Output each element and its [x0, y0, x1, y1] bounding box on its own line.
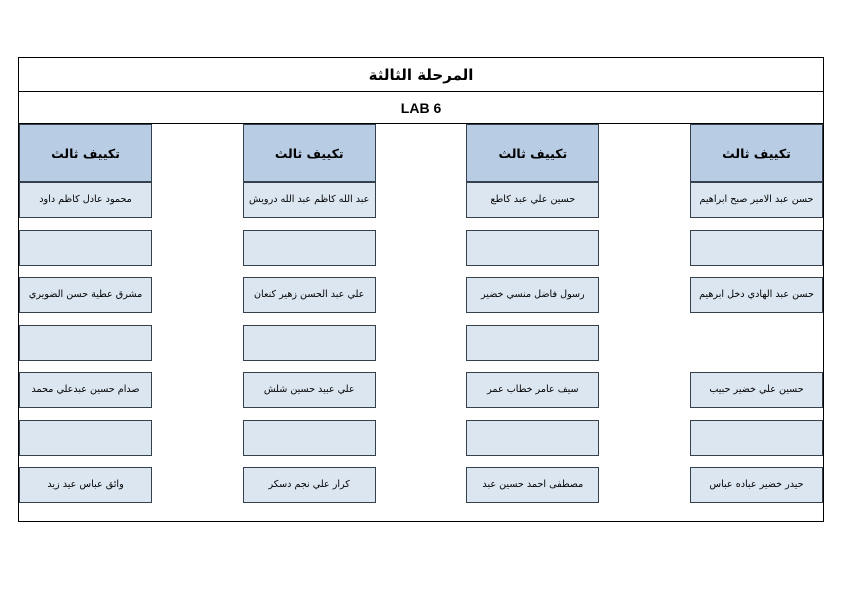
- seat-box-empty[interactable]: [690, 419, 823, 456]
- seat-box-named[interactable]: عبد الله كاظم عبد الله درويش: [242, 182, 376, 218]
- seat-box-named[interactable]: محمود عادل كاظم داود: [19, 182, 153, 218]
- seat-box-named[interactable]: حسين علي خضير حبيب: [690, 372, 823, 408]
- seat-box-named[interactable]: حسين علي عبد كاطع: [466, 182, 600, 218]
- seat-slot: حسن عبد الامير صبح ابراهيم: [690, 182, 823, 230]
- seat-box-empty[interactable]: [19, 324, 153, 361]
- seat-box-empty[interactable]: [690, 229, 823, 266]
- seat-box-named[interactable]: حسن عبد الهادي دخل ابرهيم: [690, 277, 823, 313]
- seat-slot: علي عبد الحسن زهير كنعان: [242, 277, 376, 325]
- seat-box-empty[interactable]: [242, 419, 376, 456]
- seat-slot: حسن عبد الهادي دخل ابرهيم: [690, 277, 823, 325]
- seat-slot: مشرق عطية حسن الضويري: [19, 277, 153, 325]
- seat-slot: [690, 419, 823, 468]
- column-header: تكييف ثالث: [466, 124, 600, 182]
- seat-slot: سيف عامر خطاب عمر: [466, 372, 600, 420]
- seat-box-empty[interactable]: [466, 324, 600, 361]
- seat-slot: [466, 229, 600, 278]
- seat-box-empty[interactable]: [19, 229, 153, 266]
- seat-box-named[interactable]: كرار علي نجم دسكر: [242, 467, 376, 503]
- seat-slot: [19, 324, 153, 373]
- seat-slot: [690, 325, 823, 373]
- seat-box-named[interactable]: حسن عبد الامير صبح ابراهيم: [690, 182, 823, 218]
- seat-slot: وائق عباس عيد زيد: [19, 467, 153, 515]
- seat-slot: [19, 419, 153, 468]
- seat-slot: محمود عادل كاظم داود: [19, 182, 153, 230]
- seat-box-named[interactable]: علي عبد الحسن زهير كنعان: [242, 277, 376, 313]
- seat-box-named[interactable]: مصطفى احمد حسين عبد: [466, 467, 600, 503]
- seat-box-named[interactable]: صدام حسين عبدعلي محمد: [19, 372, 153, 408]
- column-header: تكييف ثالث: [242, 124, 376, 182]
- seat-slot: حسين علي خضير حبيب: [690, 372, 823, 420]
- seat-box-named[interactable]: حيدر خضير عباده عباس: [690, 467, 823, 503]
- seat-box-named[interactable]: رسول فاضل منسي خضير: [466, 277, 600, 313]
- seat-slot: [466, 324, 600, 373]
- column-header: تكييف ثالث: [19, 124, 153, 182]
- seat-slot: [242, 419, 376, 468]
- seat-box-named[interactable]: علي عبيد حسين شلش: [242, 372, 376, 408]
- lab-label: LAB 6: [400, 99, 442, 116]
- seat-box-named[interactable]: سيف عامر خطاب عمر: [466, 372, 600, 408]
- seat-slot: حيدر خضير عباده عباس: [690, 467, 823, 515]
- seat-slot: [466, 419, 600, 468]
- seat-slot: علي عبيد حسين شلش: [242, 372, 376, 420]
- seat-slot: مصطفى احمد حسين عبد: [466, 467, 600, 515]
- seat-slot: [690, 229, 823, 278]
- seat-slot: [242, 324, 376, 373]
- seat-slot: كرار علي نجم دسكر: [242, 467, 376, 515]
- seat-slot: رسول فاضل منسي خضير: [466, 277, 600, 325]
- column-header: تكييف ثالث: [690, 124, 823, 182]
- chart-subtitle-row: LAB 6: [19, 92, 823, 124]
- seat-slot: صدام حسين عبدعلي محمد: [19, 372, 153, 420]
- seat-box-empty[interactable]: [242, 229, 376, 266]
- chart-title-row: المرحلة الثالثة: [19, 58, 823, 92]
- page-title: المرحلة الثالثة: [368, 65, 474, 84]
- seat-slot: عبد الله كاظم عبد الله درويش: [242, 182, 376, 230]
- seat-box-named[interactable]: وائق عباس عيد زيد: [19, 467, 153, 503]
- seat-box-empty[interactable]: [466, 229, 600, 266]
- seat-box-empty[interactable]: [466, 419, 600, 456]
- seat-box-empty[interactable]: [242, 324, 376, 361]
- seat-slot: حسين علي عبد كاطع: [466, 182, 600, 230]
- seat-slot: [242, 229, 376, 278]
- seat-box-empty[interactable]: [19, 419, 153, 456]
- seat-slot: [19, 229, 153, 278]
- seat-box-named[interactable]: مشرق عطية حسن الضويري: [19, 277, 153, 313]
